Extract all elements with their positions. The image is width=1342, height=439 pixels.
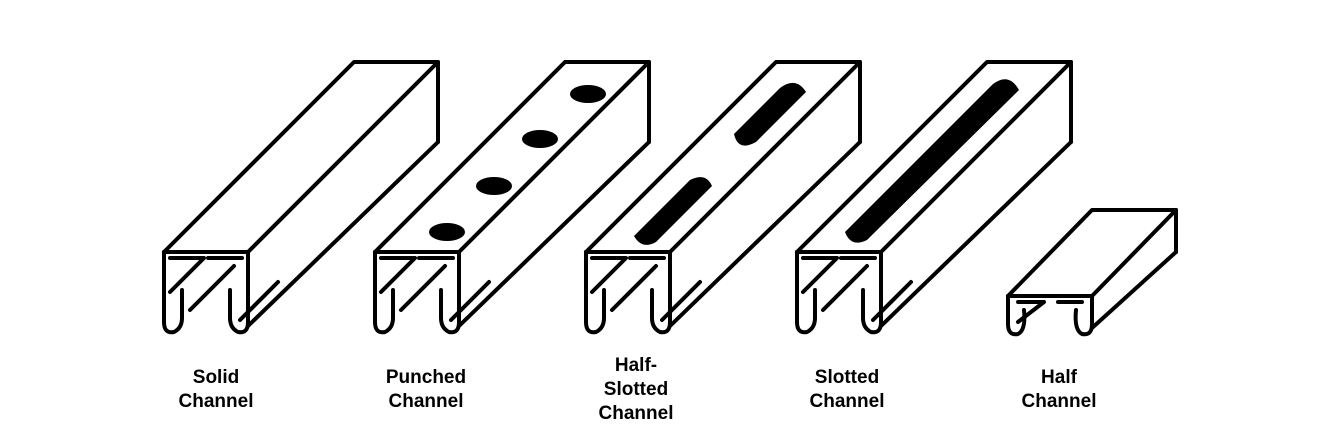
long-slot xyxy=(845,79,1019,243)
channel-drawing-half-slotted xyxy=(584,60,862,335)
channel-drawing-punched xyxy=(373,60,651,335)
punched-hole xyxy=(522,130,558,148)
punched-hole xyxy=(429,223,465,241)
channel-drawing-half xyxy=(1006,208,1178,337)
channel-drawing-solid xyxy=(162,60,440,335)
punched-hole xyxy=(476,177,512,195)
punched-hole xyxy=(570,85,606,103)
half-slot-lower xyxy=(634,177,712,245)
channel-drawing-slotted xyxy=(795,60,1073,335)
half-slot-upper xyxy=(734,82,806,146)
